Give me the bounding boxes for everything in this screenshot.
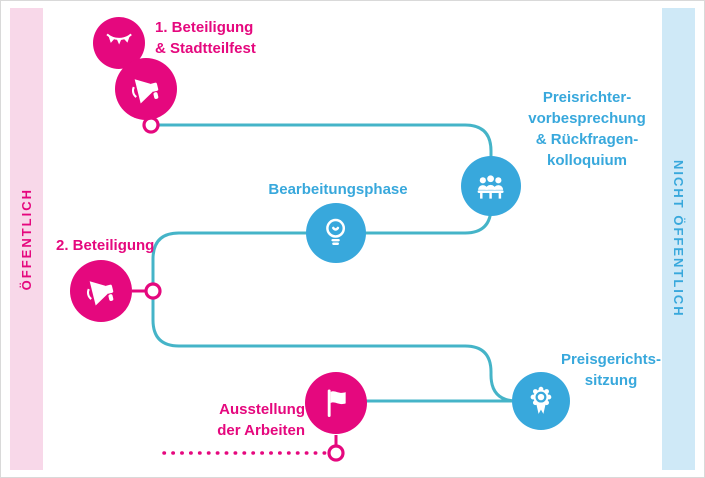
non-public-band: NICHT ÖFFENTLICH (662, 8, 695, 470)
milestone-node-3 (327, 444, 345, 462)
award-icon (530, 386, 552, 414)
jury-briefing-label-line2: vorbesprechung (528, 110, 646, 127)
non-public-band-label: NICHT ÖFFENTLICH (671, 160, 686, 318)
jury-briefing-circle (461, 156, 521, 216)
exhibition-label-line2: der Arbeiten (217, 422, 305, 439)
exhibition-label: Ausstellung der Arbeiten (191, 399, 305, 441)
step1-label: 1. Beteiligung & Stadtteilfest (155, 17, 256, 59)
jury-briefing-label-line3: & Rückfragen- (535, 131, 639, 148)
public-band: ÖFFENTLICH (10, 8, 43, 470)
megaphone-icon (86, 281, 114, 306)
flow-segment-top (151, 123, 493, 284)
milestone-node-1 (142, 116, 160, 134)
jury-briefing-label: Preisrichter- vorbesprechung & Rückfrage… (509, 87, 665, 171)
step1-label-line2: & Stadtteilfest (155, 40, 256, 57)
jury-session-label: Preisgerichts- sitzung (557, 349, 665, 391)
jury-session-label-line1: Preisgerichts- (560, 351, 662, 368)
step2-label: 2. Beteiligung (56, 235, 154, 256)
megaphone-icon (131, 79, 159, 104)
jury-session-label-line2: sitzung (584, 372, 638, 389)
step1-label-line1: 1. Beteiligung (155, 19, 254, 36)
working-phase-circle (306, 203, 366, 263)
jury-briefing-label-line1: Preisrichter- (542, 89, 632, 106)
exhibition-label-line1: Ausstellung (219, 401, 305, 418)
milestone-node-2 (144, 282, 162, 300)
flag-icon (327, 389, 346, 417)
step2-label-line1: 2. Beteiligung (56, 237, 155, 254)
exhibition-circle (305, 372, 367, 434)
working-phase-label-line1: Bearbeitungsphase (268, 181, 408, 198)
flow-segment-bottom (151, 298, 542, 403)
step1-megaphone-circle (115, 58, 177, 120)
jury-session-circle (512, 372, 570, 430)
committee-icon (477, 175, 505, 200)
jury-briefing-label-line4: kolloquium (547, 152, 627, 169)
step2-megaphone-circle (70, 260, 132, 322)
working-phase-label: Bearbeitungsphase (253, 179, 423, 200)
lightbulb-icon (326, 219, 346, 246)
bunting-icon (106, 33, 132, 45)
